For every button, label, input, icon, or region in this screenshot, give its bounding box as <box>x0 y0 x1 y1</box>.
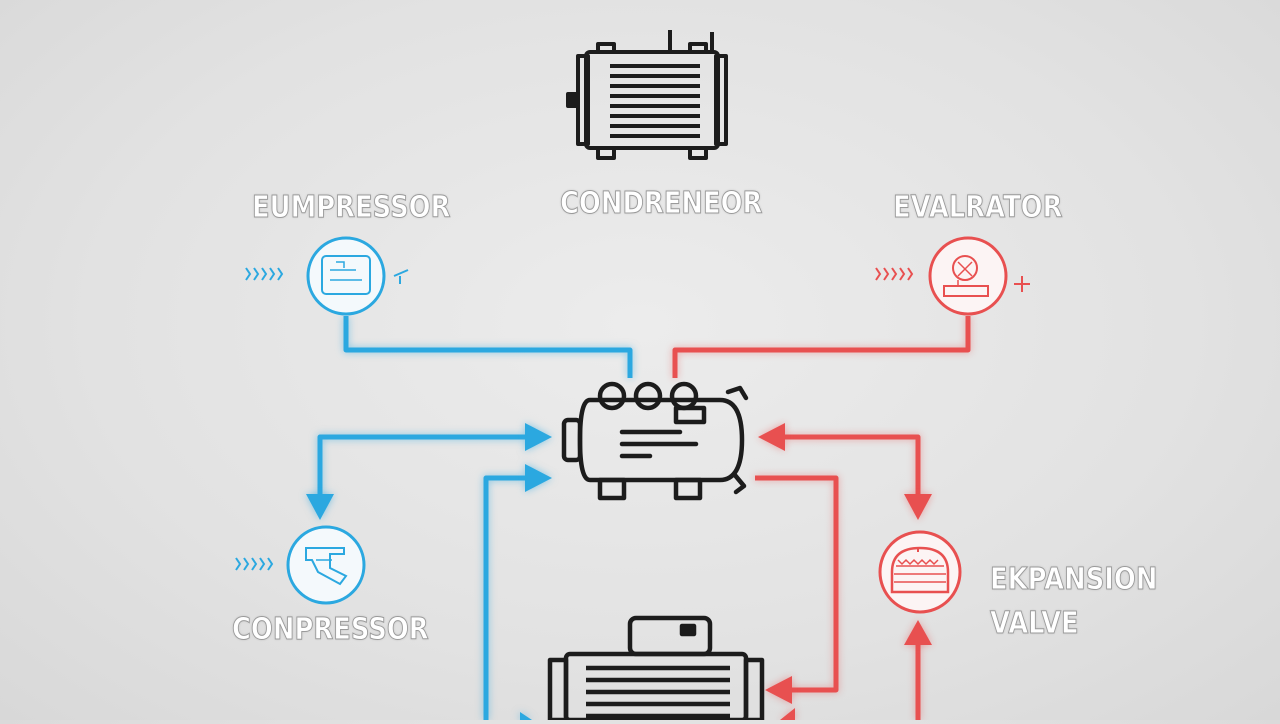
condenser-unit-icon <box>566 30 728 160</box>
hot-arrowheads <box>758 423 932 720</box>
label-expansion-valve-line1: EKPANSION <box>990 562 1158 598</box>
label-compressor-top: EUMPRESSOR <box>252 190 451 226</box>
cold-arrow-right-1 <box>525 423 552 451</box>
thermostat-icon <box>928 236 1008 316</box>
hot-arrow-down <box>904 494 932 520</box>
label-condenser: CONDRENEOR <box>560 186 763 222</box>
hot-arrow-left-2 <box>765 676 792 704</box>
cold-arrow-bottom <box>520 712 532 720</box>
cold-line-left-loop <box>317 434 525 500</box>
hot-line-right-loop <box>785 434 921 495</box>
pressure-gauge-icon <box>306 236 386 316</box>
flow-chevrons-top-left <box>245 267 409 284</box>
flow-chevrons-bottom-left <box>235 557 274 571</box>
hot-line-outer <box>755 475 839 693</box>
cold-arrow-down <box>306 494 334 520</box>
radiator-unit-icon <box>547 615 765 723</box>
cold-line-inner <box>483 475 525 720</box>
cold-line-top <box>343 316 633 378</box>
hot-arrow-up <box>904 620 932 645</box>
label-expansion-valve-line2: VALVE <box>990 606 1080 642</box>
cold-arrowheads <box>306 423 552 720</box>
label-compressor-bottom: CONPRESSOR <box>232 612 430 648</box>
valve-icon <box>286 525 366 605</box>
hot-refrigerant-lines <box>672 316 971 720</box>
expansion-valve-icon <box>878 530 962 614</box>
hot-arrow-left-3 <box>780 708 795 720</box>
cold-refrigerant-lines <box>317 316 633 720</box>
cold-arrow-right-2 <box>525 464 552 492</box>
flow-chevrons-top-right <box>875 267 1030 292</box>
hot-line-top <box>672 316 971 378</box>
compressor-unit-icon <box>561 381 749 501</box>
label-evaporator: EVALRATOR <box>893 190 1063 226</box>
hot-arrow-left-1 <box>758 423 785 451</box>
